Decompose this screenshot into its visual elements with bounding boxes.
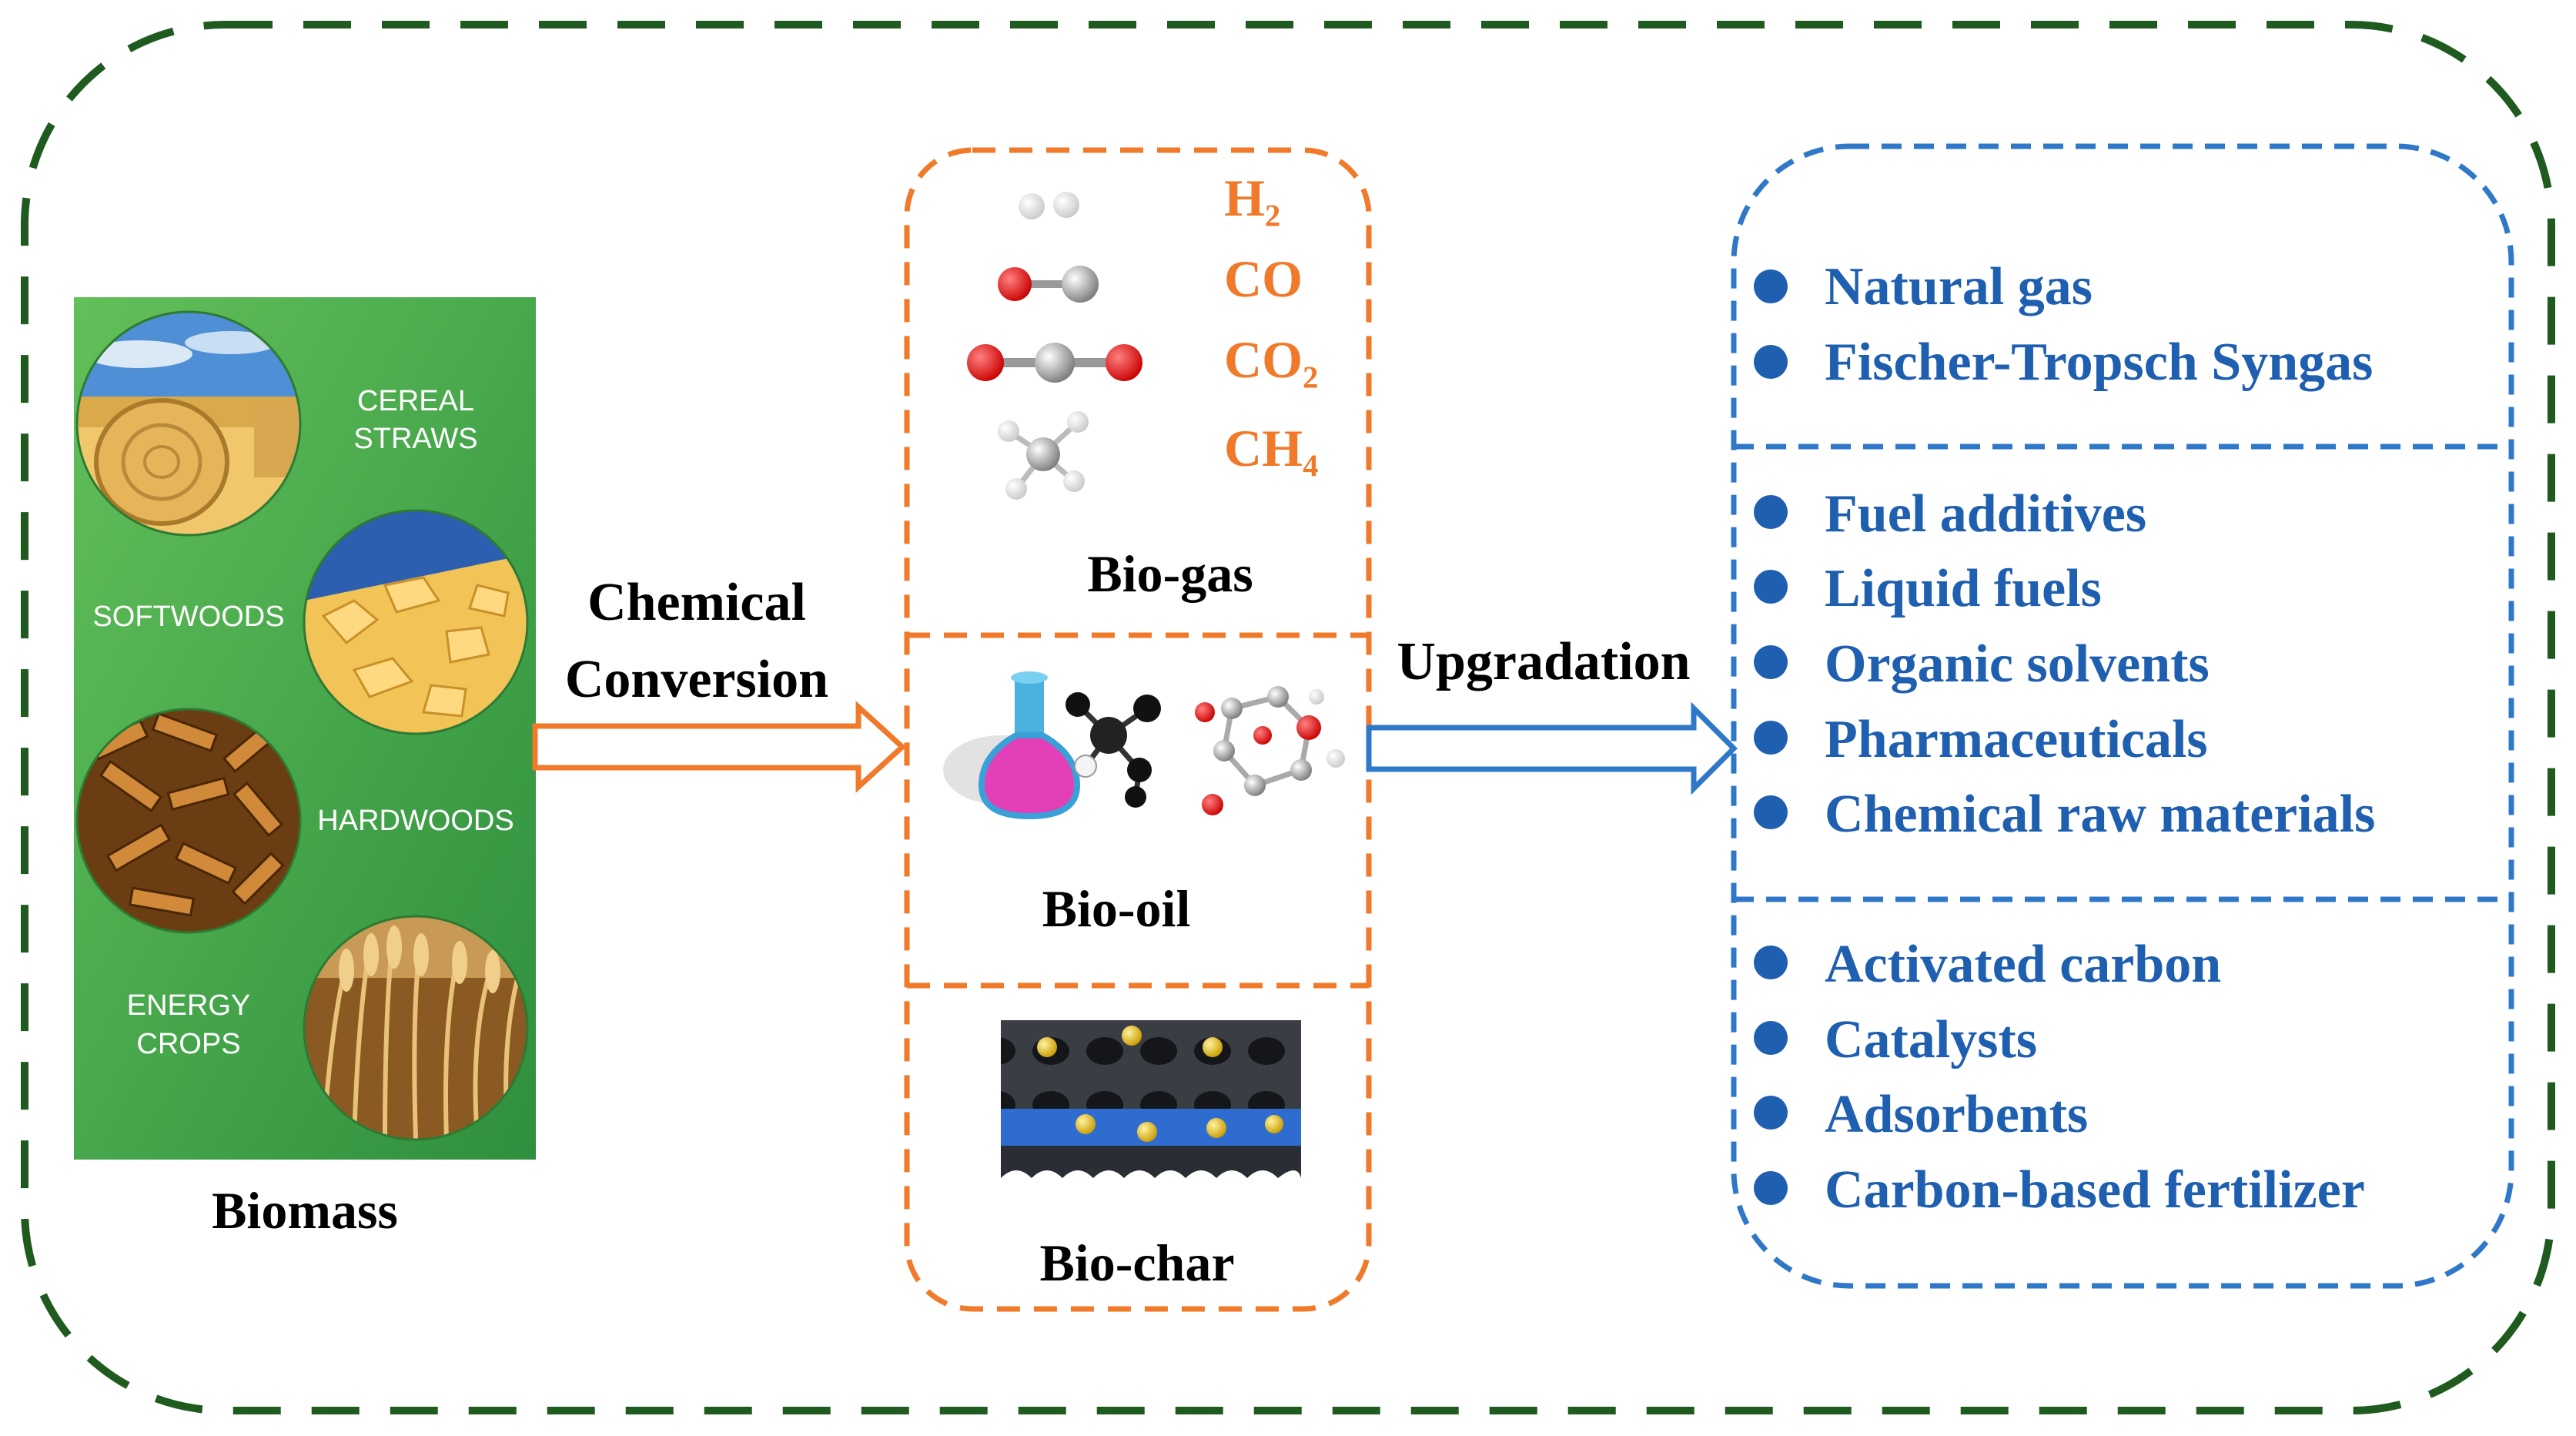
application-item: Natural gas	[1754, 257, 2093, 316]
application-item: Chemical raw materials	[1754, 785, 2375, 844]
svg-text:Adsorbents: Adsorbents	[1825, 1085, 2088, 1144]
co2-molecule-icon	[967, 343, 1142, 383]
molecule-formula: CO	[1224, 249, 1303, 308]
ch4-molecule-icon	[998, 411, 1089, 500]
application-item: Pharmaceuticals	[1754, 710, 2208, 769]
svg-text:Fuel additives: Fuel additives	[1825, 484, 2146, 544]
porous-carbon-icon	[1001, 1020, 1301, 1178]
svg-text:Activated carbon: Activated carbon	[1825, 935, 2221, 994]
molecule-formula: H₂	[1224, 169, 1280, 227]
application-item: Catalysts	[1754, 1010, 2037, 1069]
svg-text:Pharmaceuticals: Pharmaceuticals	[1825, 710, 2208, 769]
svg-text:Carbon-based fertilizer: Carbon-based fertilizer	[1825, 1160, 2365, 1220]
wood-chips-icon	[304, 510, 527, 734]
upgradation-label: Upgradation	[1397, 632, 1690, 691]
biomass-label: Biomass	[212, 1181, 398, 1240]
svg-text:Catalysts: Catalysts	[1825, 1010, 2037, 1069]
flask-icon	[943, 671, 1081, 820]
biomass-type-label: SOFTWOODS	[92, 601, 284, 633]
applications-box	[1731, 143, 2514, 1289]
hay-bale-icon	[77, 312, 300, 535]
molecule-cluster-icon	[1066, 692, 1161, 808]
application-item: Organic solvents	[1754, 634, 2210, 694]
sugar-ring-icon	[1195, 686, 1345, 815]
molecule-formula: CH₄	[1224, 419, 1318, 477]
molecule-formula: CO₂	[1224, 330, 1318, 389]
application-item: Activated carbon	[1754, 935, 2221, 994]
products-box	[904, 147, 1372, 1312]
wood-pieces-icon	[77, 709, 300, 932]
svg-text:Natural gas: Natural gas	[1825, 257, 2093, 316]
application-item: Adsorbents	[1754, 1085, 2088, 1144]
biomass-type-label: HARDWOODS	[317, 805, 514, 837]
biomass-type-label: CEREAL	[357, 385, 474, 417]
co-molecule-icon	[998, 266, 1099, 303]
upgradation-arrow	[1366, 701, 1738, 795]
h2-molecule-icon	[1019, 192, 1079, 219]
application-item: Carbon-based fertilizer	[1754, 1160, 2365, 1220]
biogas-label: Bio-gas	[1087, 544, 1253, 603]
conversion-arrow	[532, 701, 907, 793]
biomass-panel: CEREAL STRAWS SOFTWOODS HARDWOODS ENERGY…	[74, 297, 536, 1160]
svg-text:Chemical raw materials: Chemical raw materials	[1825, 785, 2375, 844]
biooil-label: Bio-oil	[1042, 879, 1191, 938]
application-item: Liquid fuels	[1754, 559, 2102, 618]
conversion-label: Chemical	[587, 573, 806, 632]
biomass-type-label: STRAWS	[353, 423, 477, 455]
application-item: Fuel additives	[1754, 484, 2146, 544]
conversion-label: Conversion	[565, 650, 828, 709]
biochar-label: Bio-char	[1039, 1233, 1234, 1292]
svg-text:Liquid fuels: Liquid fuels	[1825, 559, 2102, 618]
wheat-icon	[304, 916, 527, 1140]
biomass-type-label: ENERGY	[127, 989, 250, 1022]
outer-frame	[21, 21, 2555, 1414]
biomass-type-label: CROPS	[136, 1028, 240, 1060]
svg-text:Organic solvents: Organic solvents	[1825, 634, 2210, 694]
svg-text:Fischer-Tropsch Syngas: Fischer-Tropsch Syngas	[1825, 333, 2373, 392]
application-item: Fischer-Tropsch Syngas	[1754, 333, 2373, 392]
